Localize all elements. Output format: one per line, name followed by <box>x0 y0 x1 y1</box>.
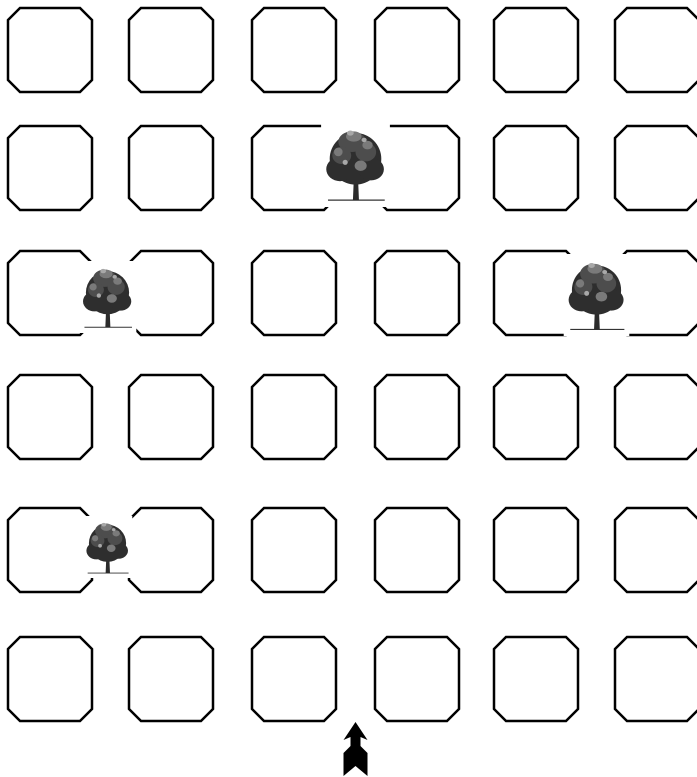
city-block <box>615 126 697 210</box>
city-block <box>129 251 213 335</box>
tree-icon <box>83 516 133 578</box>
city-block <box>129 637 213 721</box>
city-block <box>615 508 697 592</box>
city-block <box>494 508 578 592</box>
city-block <box>375 508 459 592</box>
city-block <box>8 637 92 721</box>
city-block <box>615 375 697 459</box>
tree-icon <box>321 121 390 207</box>
city-block <box>129 8 213 92</box>
city-block <box>615 8 697 92</box>
city-block <box>494 126 578 210</box>
city-block <box>8 508 92 592</box>
player <box>344 722 368 776</box>
city-block <box>375 8 459 92</box>
tree-icon <box>564 254 630 336</box>
city-block <box>494 375 578 459</box>
city-block <box>375 251 459 335</box>
city-block <box>494 8 578 92</box>
city-blocks <box>8 8 697 721</box>
city-block <box>252 508 336 592</box>
city-block <box>494 637 578 721</box>
city-block <box>252 375 336 459</box>
city-block <box>8 375 92 459</box>
city-block <box>252 8 336 92</box>
city-block <box>252 251 336 335</box>
city-block <box>375 375 459 459</box>
tree-icon <box>79 261 137 333</box>
city-block <box>129 126 213 210</box>
city-block <box>8 126 92 210</box>
city-block <box>252 637 336 721</box>
up-arrow-icon <box>344 722 368 776</box>
city-block <box>8 8 92 92</box>
city-block <box>129 375 213 459</box>
city-block <box>375 637 459 721</box>
city-block <box>129 508 213 592</box>
city-block <box>615 637 697 721</box>
